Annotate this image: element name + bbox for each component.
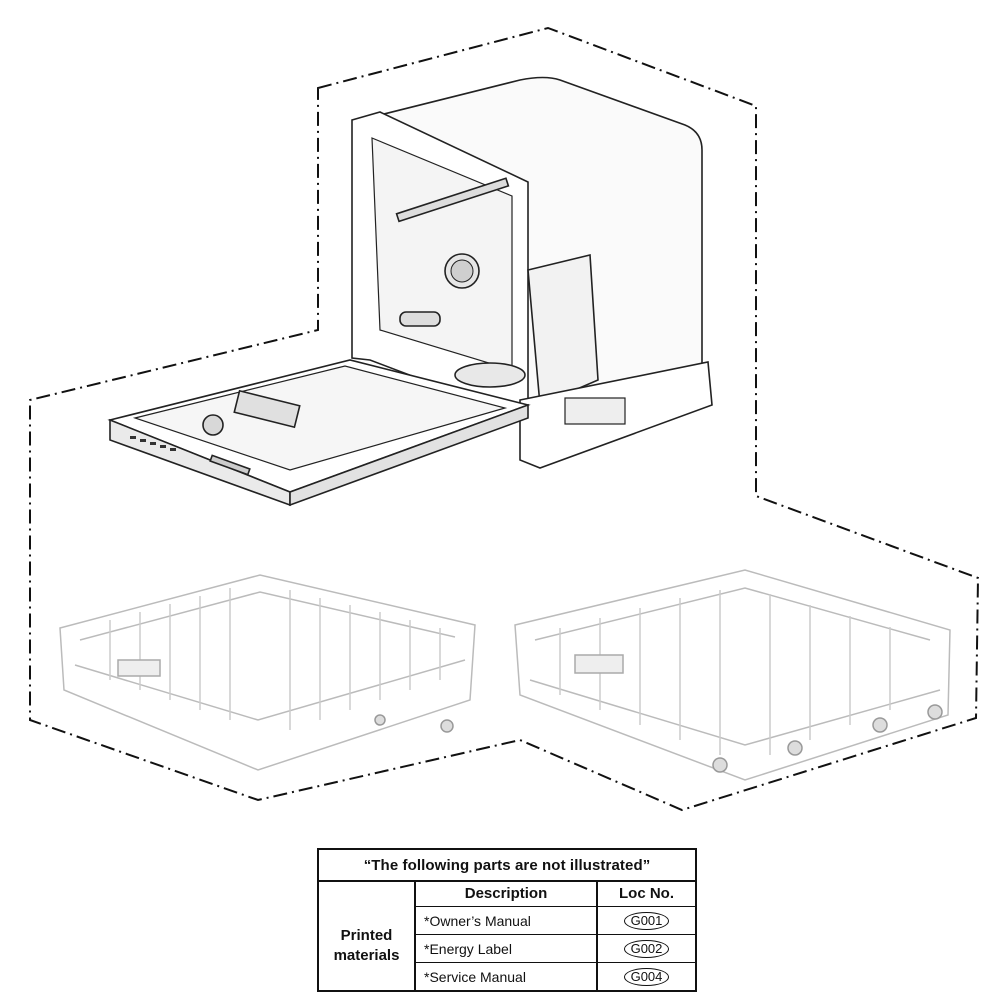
spray-arm-upper [395,177,510,223]
lower-rack-tines [559,590,891,755]
loc-number: G002 [623,939,670,958]
door-handle [209,454,251,476]
upper-rack-handle [117,659,161,677]
parts-table-header: Description Loc No. [416,880,695,907]
mount-bracket [399,311,441,327]
exploded-parts-diagram [29,26,980,812]
category-cell: Printed materials [319,880,416,990]
door-inner-panel [132,365,508,471]
rinse-aid-cap [202,414,224,436]
table-row: *Owner’s Manual G001 [416,907,695,934]
upper-rack-tines [109,588,441,730]
table-row: *Energy Label G002 [416,934,695,962]
unillustrated-parts-table: “The following parts are not illustrated… [317,848,697,992]
lower-rack-assembly [514,569,951,781]
header-loc-no: Loc No. [619,884,674,902]
upper-rack-frame [59,574,476,771]
loc-number: G004 [623,967,670,986]
part-description: *Service Manual [416,963,598,990]
header-description: Description [416,880,598,906]
detergent-dispenser [233,389,301,429]
assembly-boundary-outline [29,26,980,812]
lower-rack-wheels [712,704,943,773]
loc-number: G001 [623,911,670,930]
dishwasher-tub-assembly [107,76,713,507]
part-description: *Energy Label [416,935,598,962]
category-label-line1: Printed [340,927,393,944]
table-row: *Service Manual G004 [416,962,695,990]
control-panel-buttons [130,436,176,451]
category-label-line2: materials [333,947,400,964]
lower-rack-handle [574,654,624,674]
parts-table-title: “The following parts are not illustrated… [319,850,695,882]
upper-rack-roller [440,719,454,733]
upper-rack-assembly [59,574,476,771]
hinge-mechanism [527,253,599,407]
lower-rack-frame [514,569,951,781]
part-description: *Owner’s Manual [416,907,598,934]
lower-spray-arm [454,362,526,388]
